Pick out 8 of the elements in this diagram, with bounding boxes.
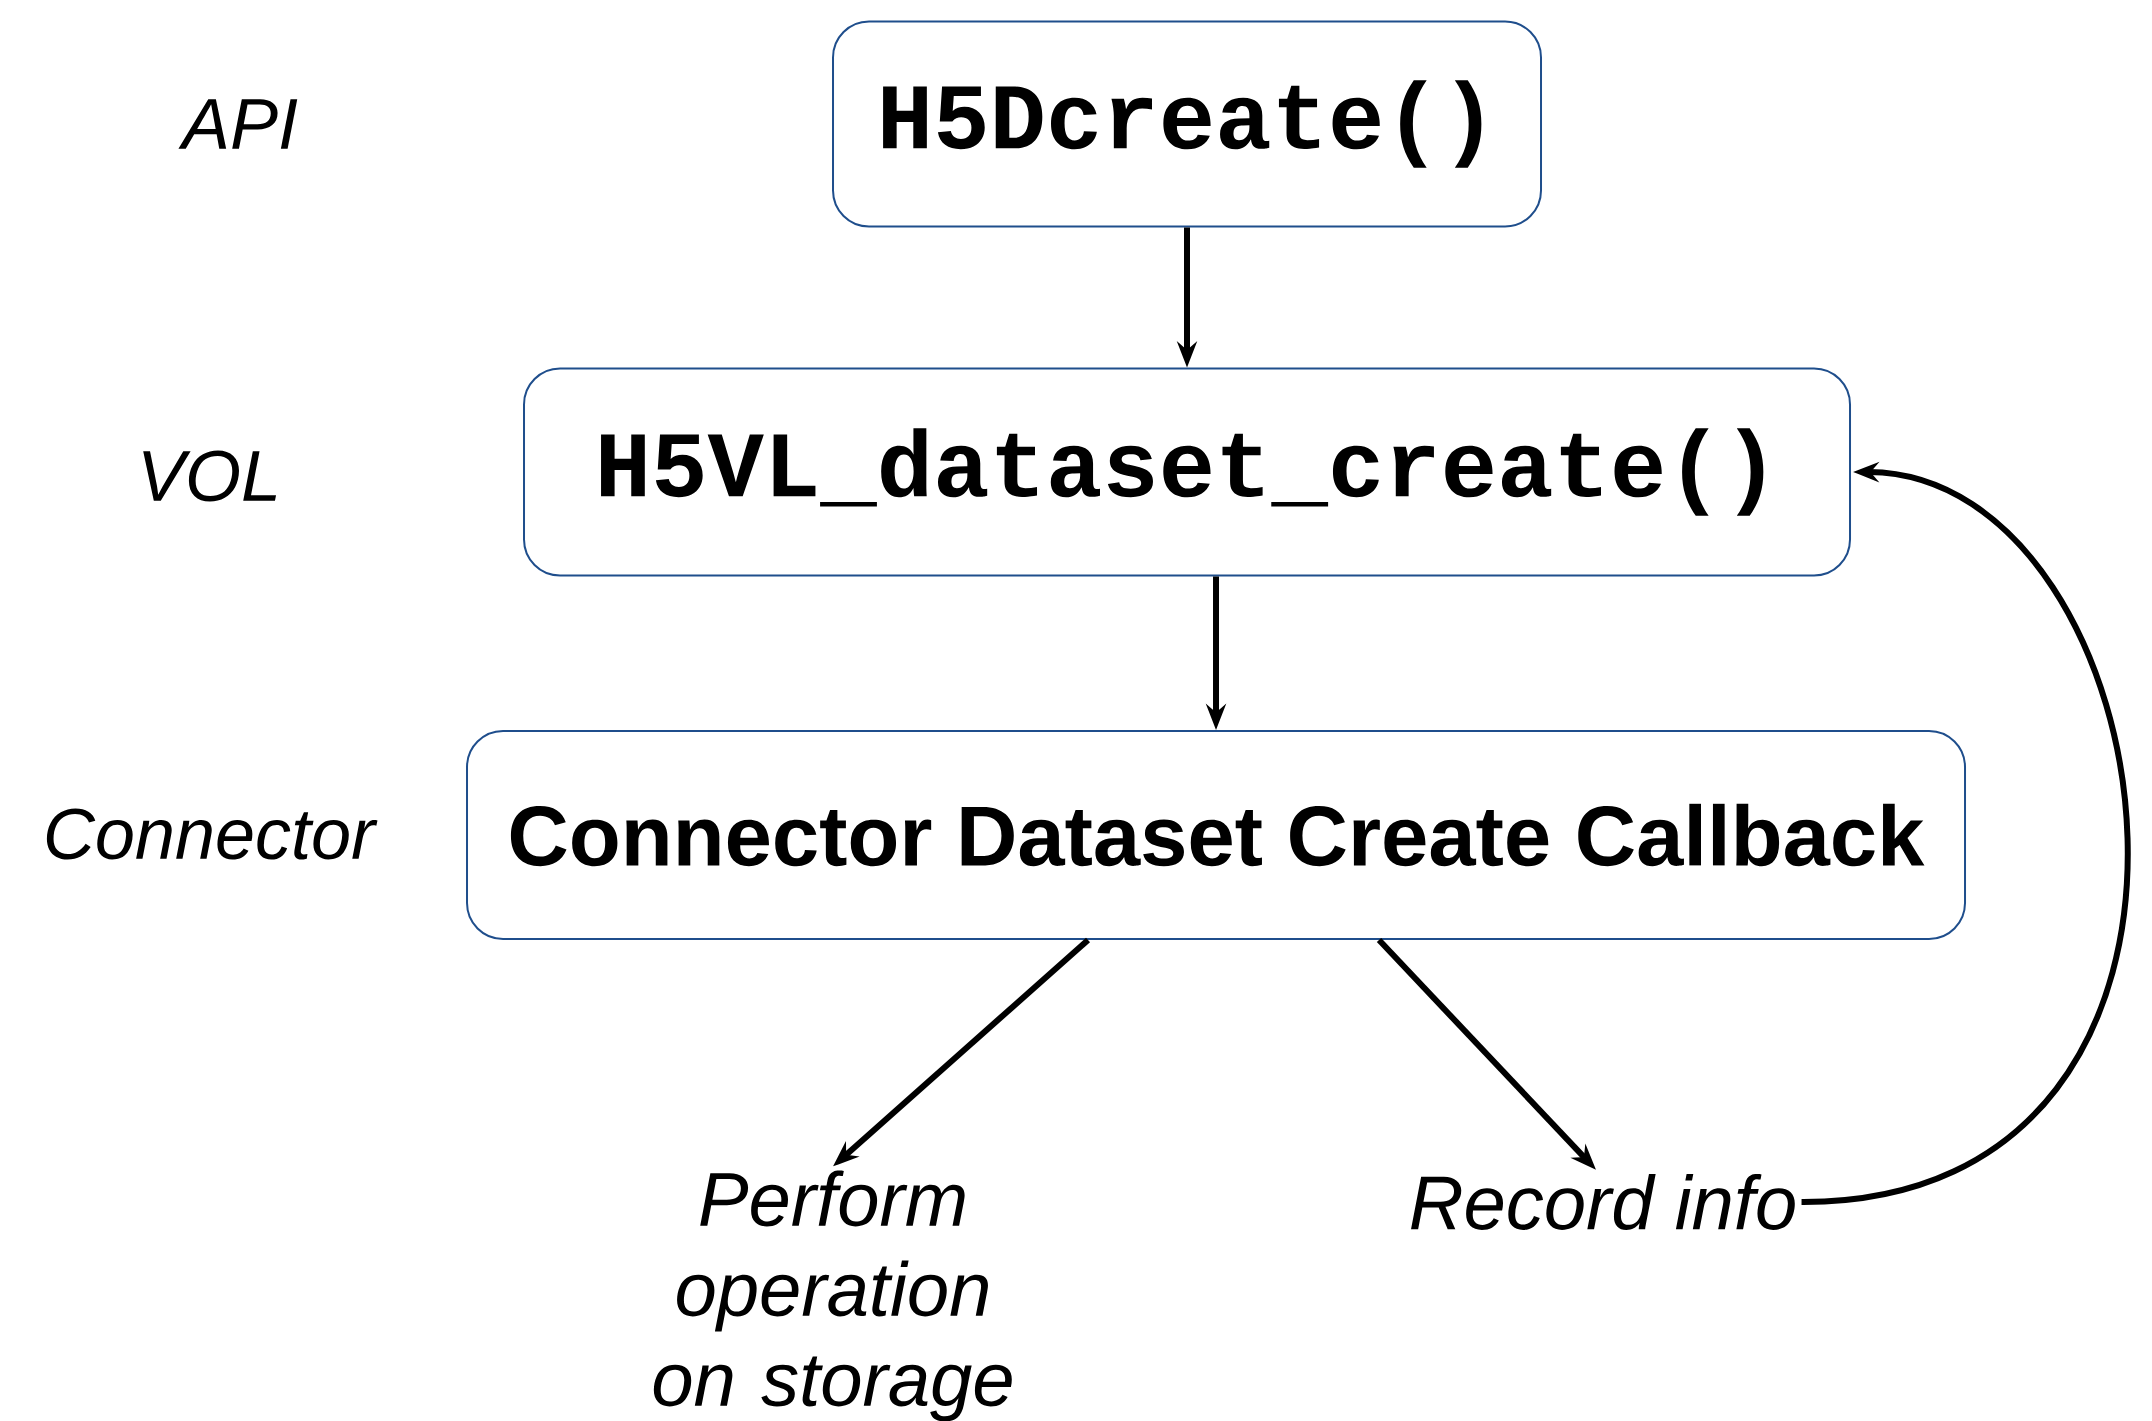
step-text: Record info	[1411, 1174, 1795, 1230]
function-box: H5Dcreate()	[832, 20, 1542, 228]
function-box: H5VL_dataset_create()	[523, 367, 1851, 577]
callback-box: Connector Dataset Create Callback	[466, 730, 1966, 940]
layer-label: VOL	[143, 450, 277, 502]
layer-label: Connector	[46, 808, 378, 860]
layer-label: API	[178, 99, 298, 149]
step-text: Perform operation on storage	[653, 1170, 1012, 1421]
